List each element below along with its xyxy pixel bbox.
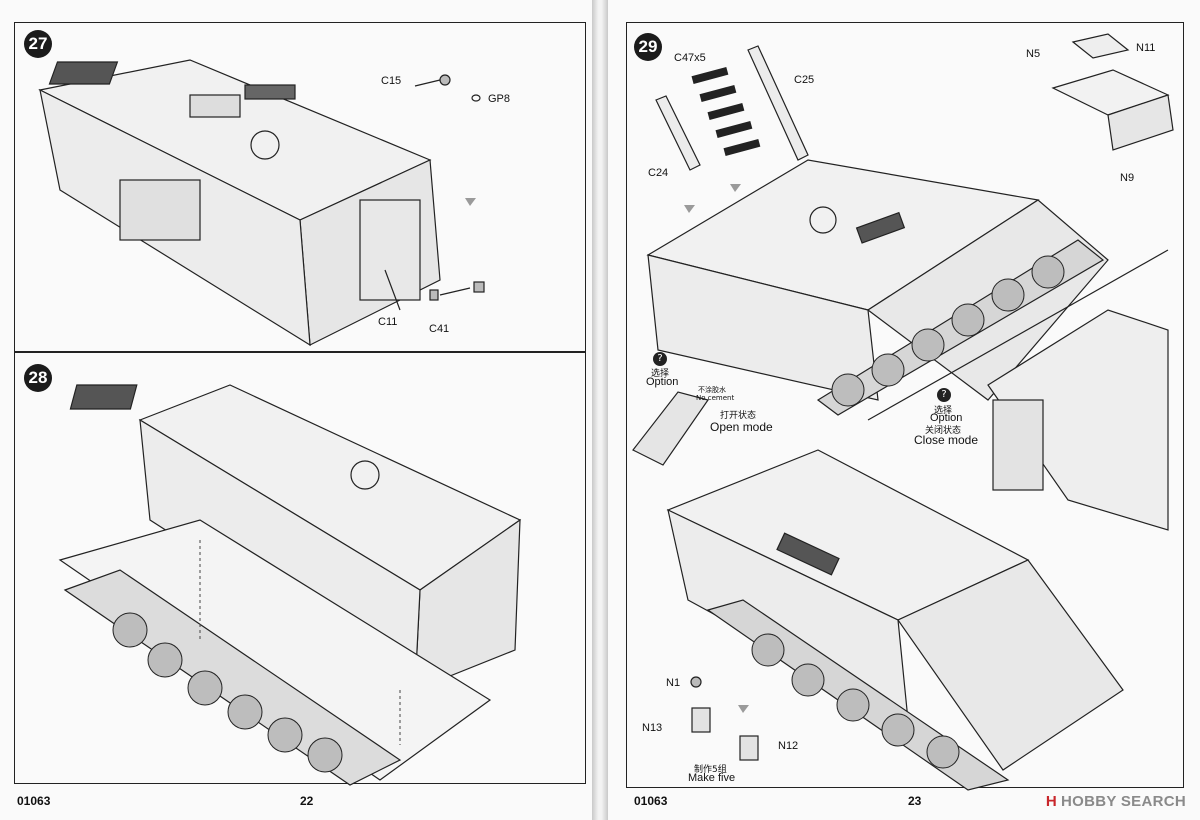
label-c15: C15 — [381, 75, 402, 87]
label-n9: N9 — [1120, 172, 1135, 184]
label-n13: N13 — [642, 722, 663, 734]
part-n9 — [1107, 94, 1174, 151]
road-wheel — [926, 735, 960, 769]
catalog-code: 01063 — [17, 794, 51, 808]
right-page: 29 — [608, 0, 1200, 820]
arrow-icon — [684, 205, 695, 213]
no-cement-en: No cement — [696, 394, 735, 402]
option-label-cn: 选择 — [651, 369, 670, 379]
side-door — [119, 179, 201, 241]
label-gp8: GP8 — [488, 93, 511, 105]
road-wheel — [112, 612, 148, 648]
hobby-search-watermark: H HOBBY SEARCH — [1046, 793, 1186, 810]
part-c11 — [429, 289, 439, 301]
road-wheel — [791, 663, 825, 697]
turret-ring — [250, 130, 280, 160]
page-number: 22 — [300, 794, 314, 808]
make-five-cn: 制作5组 — [694, 765, 727, 775]
road-wheel — [831, 373, 865, 407]
label-n5: N5 — [1026, 48, 1041, 60]
book-gutter — [592, 0, 608, 820]
option-icon-2: ? — [937, 388, 951, 402]
vehicle-upper-side — [647, 254, 879, 401]
stairs — [632, 391, 709, 466]
label-n1: N1 — [666, 677, 681, 689]
step-27-frame — [14, 22, 586, 352]
label-c41: C41 — [429, 323, 450, 335]
road-wheel — [227, 694, 263, 730]
road-wheel — [267, 717, 303, 753]
part-c41 — [473, 281, 485, 293]
label-n11: N11 — [1136, 42, 1156, 54]
road-wheel — [991, 278, 1025, 312]
part-n1 — [690, 676, 702, 688]
step-27-drawing — [38, 59, 485, 347]
hatch — [189, 94, 241, 118]
part-c25 — [747, 45, 809, 161]
vehicle-lower-cab — [897, 559, 1124, 771]
vehicle-close-mode — [987, 309, 1169, 531]
option-icon: ? — [653, 352, 667, 366]
road-wheel — [836, 688, 870, 722]
road-wheel — [881, 713, 915, 747]
road-wheel — [751, 633, 785, 667]
step-29-drawing — [632, 33, 1174, 791]
part-n12 — [739, 735, 759, 761]
close-mode-cn: 关闭状态 — [925, 426, 962, 436]
page-number: 23 — [908, 794, 922, 808]
open-mode-en: Open mode — [710, 420, 773, 434]
grille-vent-2 — [244, 84, 296, 100]
step-28-drawing — [58, 384, 522, 786]
road-wheel — [147, 642, 183, 678]
part-c47 — [691, 66, 729, 85]
watermark-text: HOBBY SEARCH — [1060, 793, 1186, 810]
step-29-frame — [626, 22, 1184, 788]
label-n12: N12 — [778, 740, 799, 752]
label-c25: C25 — [794, 74, 815, 86]
step-27-number: 27 — [24, 30, 52, 58]
label-c11: C11 — [378, 316, 398, 328]
arrow-icon — [738, 705, 749, 713]
no-cement-cn: 不涂胶水 — [698, 386, 726, 394]
road-wheel — [307, 737, 343, 773]
part-c47 — [723, 138, 761, 157]
part-gp8 — [471, 94, 481, 102]
road-wheel — [911, 328, 945, 362]
road-wheel — [187, 670, 223, 706]
open-mode-cn: 打开状态 — [720, 411, 757, 421]
road-wheel — [1031, 255, 1065, 289]
arrow-icon — [730, 184, 741, 192]
label-c24: C24 — [648, 167, 669, 179]
step-28-frame — [14, 352, 586, 784]
part-c47 — [699, 84, 737, 103]
part-n5 — [1071, 33, 1130, 59]
step-28-number: 28 — [24, 364, 52, 392]
hobby-search-logo-icon: H — [1045, 793, 1057, 810]
part-n13 — [691, 707, 711, 733]
catalog-code: 01063 — [634, 794, 668, 808]
make-five-en: Make five — [688, 772, 736, 784]
step-27-arrow-icon — [465, 198, 476, 206]
part-c47 — [715, 120, 753, 139]
label-c47: C47x5 — [674, 52, 706, 64]
grille-vent — [48, 61, 119, 85]
step-29-number: 29 — [634, 33, 662, 61]
option2-label-en: Option — [930, 412, 963, 424]
close-mode-en: Close mode — [914, 433, 979, 447]
road-wheel — [951, 303, 985, 337]
road-wheel — [871, 353, 905, 387]
left-page: 27 28 — [0, 0, 592, 820]
option2-label-cn: 选择 — [934, 406, 953, 416]
option-label-en: Option — [646, 376, 679, 388]
part-c24 — [655, 95, 701, 171]
part-c47 — [707, 102, 745, 121]
